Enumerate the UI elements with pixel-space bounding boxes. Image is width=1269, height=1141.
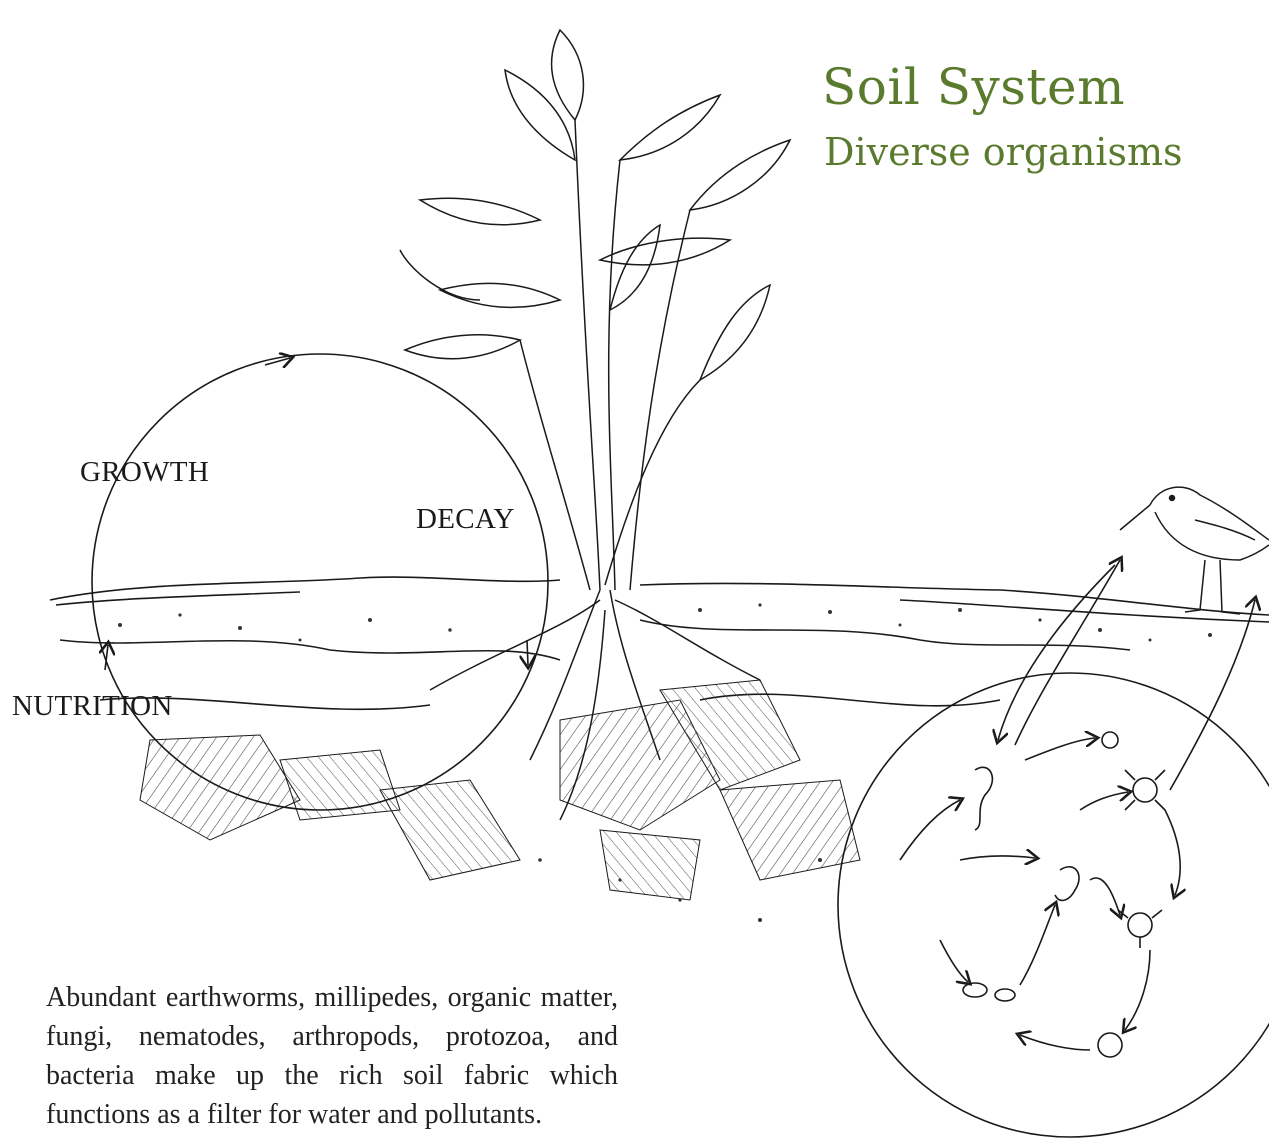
decay-label: DECAY xyxy=(416,503,515,536)
nutrition-label: NUTRITION xyxy=(12,690,173,723)
bird xyxy=(1120,487,1269,614)
growth-label: GROWTH xyxy=(80,456,209,489)
page-title: Soil System xyxy=(822,58,1125,116)
organism-food-web xyxy=(838,560,1269,1137)
ground-surface xyxy=(50,577,1269,709)
caption-text: Abundant earthworms, millipedes, organic… xyxy=(46,978,618,1134)
page-subtitle: Diverse organisms xyxy=(824,130,1183,174)
soil-hatching xyxy=(140,680,860,900)
